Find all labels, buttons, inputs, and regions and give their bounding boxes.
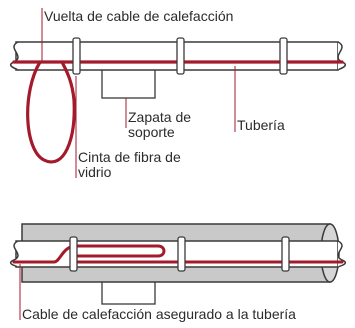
tape-band-top-1: [72, 37, 81, 75]
pipe-break-right-top: [337, 41, 347, 71]
tape-band-bottom-2: [177, 236, 186, 272]
tape-band-top-2: [176, 37, 185, 75]
tape-band-bottom-1: [69, 236, 78, 272]
pipe-break-left-top: [9, 41, 19, 71]
label-fiberglass-tape: Cinta de fibra de vidrio: [78, 150, 188, 180]
tape-band-top-3: [279, 37, 288, 75]
heating-cable-loop: [26, 60, 76, 164]
support-shoe-top: [101, 68, 156, 99]
label-support-shoe: Zapata de soporte: [128, 110, 218, 140]
bottom-pipe-assembly: [9, 223, 347, 305]
tape-band-bottom-3: [281, 236, 290, 272]
leader-lines-top: [41, 8, 236, 178]
label-pipe: Tubería: [237, 117, 285, 133]
top-pipe-assembly: [9, 37, 347, 164]
label-heating-cable-loop: Vuelta de cable de calefacción: [44, 8, 234, 24]
label-cable-secured: Cable de calefacción asegurado a la tube…: [22, 306, 296, 322]
